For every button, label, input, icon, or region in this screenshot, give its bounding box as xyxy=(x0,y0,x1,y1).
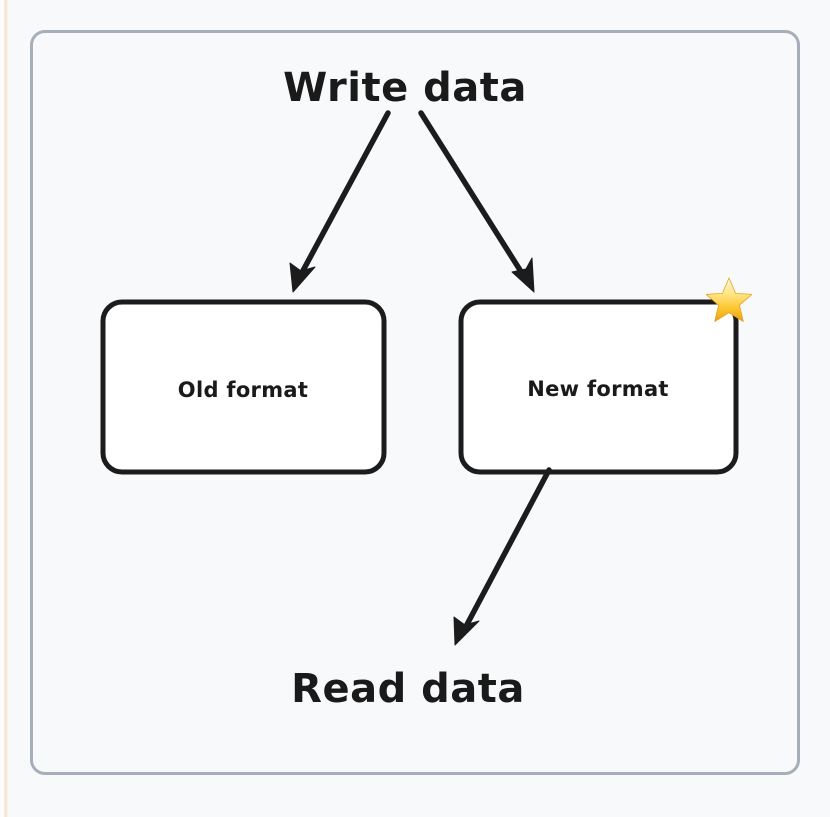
page-edge-strip xyxy=(0,0,9,817)
node-new-format[interactable]: New format xyxy=(458,277,753,475)
diagram-frame-border xyxy=(30,30,800,775)
node-old-format[interactable]: Old format xyxy=(100,299,387,475)
new-format-box[interactable] xyxy=(458,299,739,475)
new-format-label: New format xyxy=(527,377,669,401)
arrow-write-to-old-format xyxy=(289,110,391,293)
arrow-write-to-new-format xyxy=(418,110,535,293)
write-data-label: Write data xyxy=(283,65,527,111)
read-data-label: Read data xyxy=(291,666,525,712)
star-icon xyxy=(705,277,753,322)
old-format-box[interactable] xyxy=(100,299,387,475)
arrow-new-format-to-read xyxy=(453,467,552,646)
old-format-label: Old format xyxy=(178,378,308,402)
